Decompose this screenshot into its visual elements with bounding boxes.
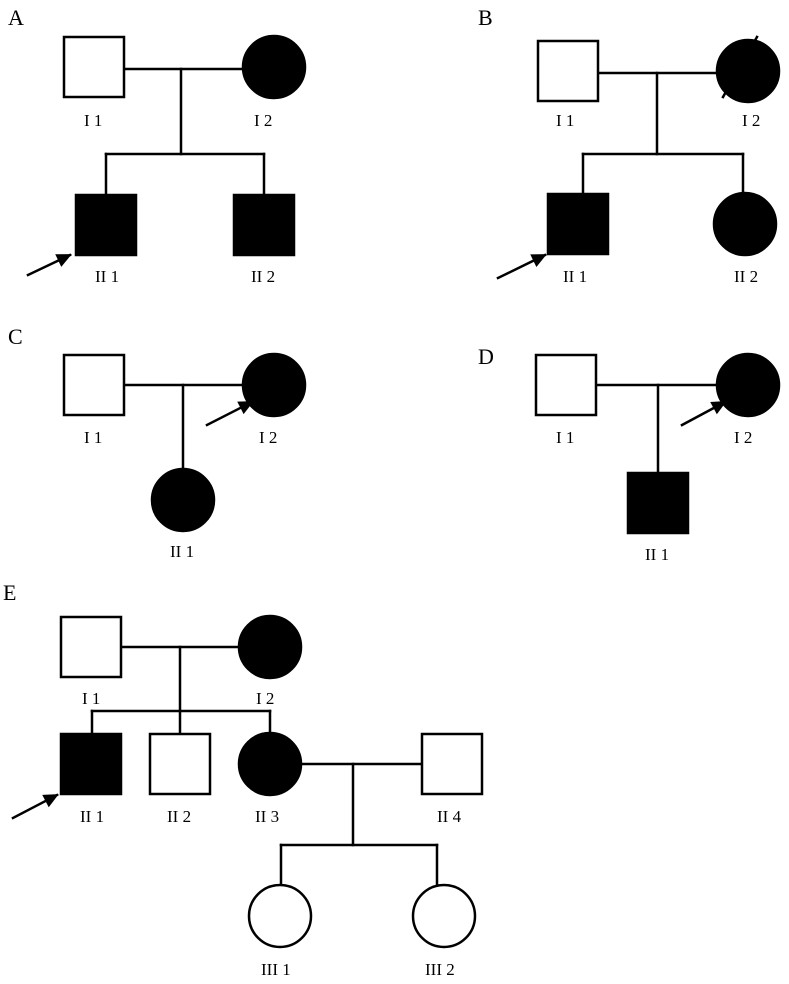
panel-c-i1-unaffected-male-square (62, 353, 126, 417)
panel-a-ii1-affected-male-square (74, 193, 138, 257)
panel-e-ii1-proband-arrowhead-icon (42, 794, 59, 808)
panel-a-ii2-affected-male-square (232, 193, 296, 257)
panel-e-iii1-label: III 1 (261, 960, 291, 979)
panel-b-ii1-proband-arrowhead-icon (530, 254, 547, 268)
panel-c-ii1-affected-female-circle (150, 467, 216, 533)
panel-e-ii4-unaffected-male-square (420, 732, 484, 796)
panel-d-i2-label: I 2 (734, 428, 752, 447)
panel-e-ii2-unaffected-male-square (148, 732, 212, 796)
panel-e-i1-label: I 1 (82, 689, 100, 708)
panel-d-i2-proband-arrowhead-icon (710, 401, 727, 415)
panel-b-i2-deceased-slash (721, 35, 759, 99)
panel-d-label: D (478, 344, 494, 369)
panel-b-i1-unaffected-male-square (536, 39, 600, 103)
panel-a-ii1-proband-arrowhead-icon (55, 254, 72, 267)
panel-c-i2-affected-female-circle (241, 352, 307, 418)
panel-a-label: A (8, 5, 24, 30)
panel-e-ii4-label: II 4 (437, 807, 462, 826)
panel-b-i1-label: I 1 (556, 111, 574, 130)
panel-e-i2-affected-female-circle (237, 614, 303, 680)
panel-b-ii2-label: II 2 (734, 267, 758, 286)
panel-e-ii1-label: II 1 (80, 807, 104, 826)
panel-e-iii2-unaffected-female-circle (411, 883, 477, 949)
panel-a-i1-unaffected-male-square (62, 35, 126, 99)
panel-e-ii2-label: II 2 (167, 807, 191, 826)
panel-e-iii1-unaffected-female-circle (247, 883, 313, 949)
panel-b-ii1-label: II 1 (563, 267, 587, 286)
panel-a-ii1-label: II 1 (95, 267, 119, 286)
panel-a-i2-label: I 2 (254, 111, 272, 130)
panel-d-i2-affected-female-circle (715, 352, 781, 418)
panel-c-i2-proband-arrowhead-icon (237, 401, 254, 415)
panel-e-label: E (3, 580, 16, 605)
panel-d-ii1-affected-male-square (626, 471, 690, 535)
panel-b-label: B (478, 5, 493, 30)
panel-a-i1-label: I 1 (84, 111, 102, 130)
panel-e-ii3-label: II 3 (255, 807, 279, 826)
panel-e-iii2-label: III 2 (425, 960, 455, 979)
panel-b-i2-label: I 2 (742, 111, 760, 130)
panel-b-ii1-affected-male-square (546, 192, 610, 256)
panel-e-ii1-affected-male-square (59, 732, 123, 796)
panel-e-ii3-affected-female-circle (237, 731, 303, 797)
panel-e-i2-label: I 2 (256, 689, 274, 708)
panel-b-ii2-affected-female-circle (712, 191, 778, 257)
panel-c-label: C (8, 324, 23, 349)
panel-a-ii2-label: II 2 (251, 267, 275, 286)
panel-c-ii1-label: II 1 (170, 542, 194, 561)
panel-d-ii1-label: II 1 (645, 545, 669, 564)
panel-c-i2-label: I 2 (259, 428, 277, 447)
panel-c-i1-label: I 1 (84, 428, 102, 447)
panel-d-i1-unaffected-male-square (534, 353, 598, 417)
panel-b-i2-affected-female-circle (715, 38, 781, 104)
panel-a-i2-affected-female-circle (241, 34, 307, 100)
panel-e-i1-unaffected-male-square (59, 615, 123, 679)
panel-d-i1-label: I 1 (556, 428, 574, 447)
